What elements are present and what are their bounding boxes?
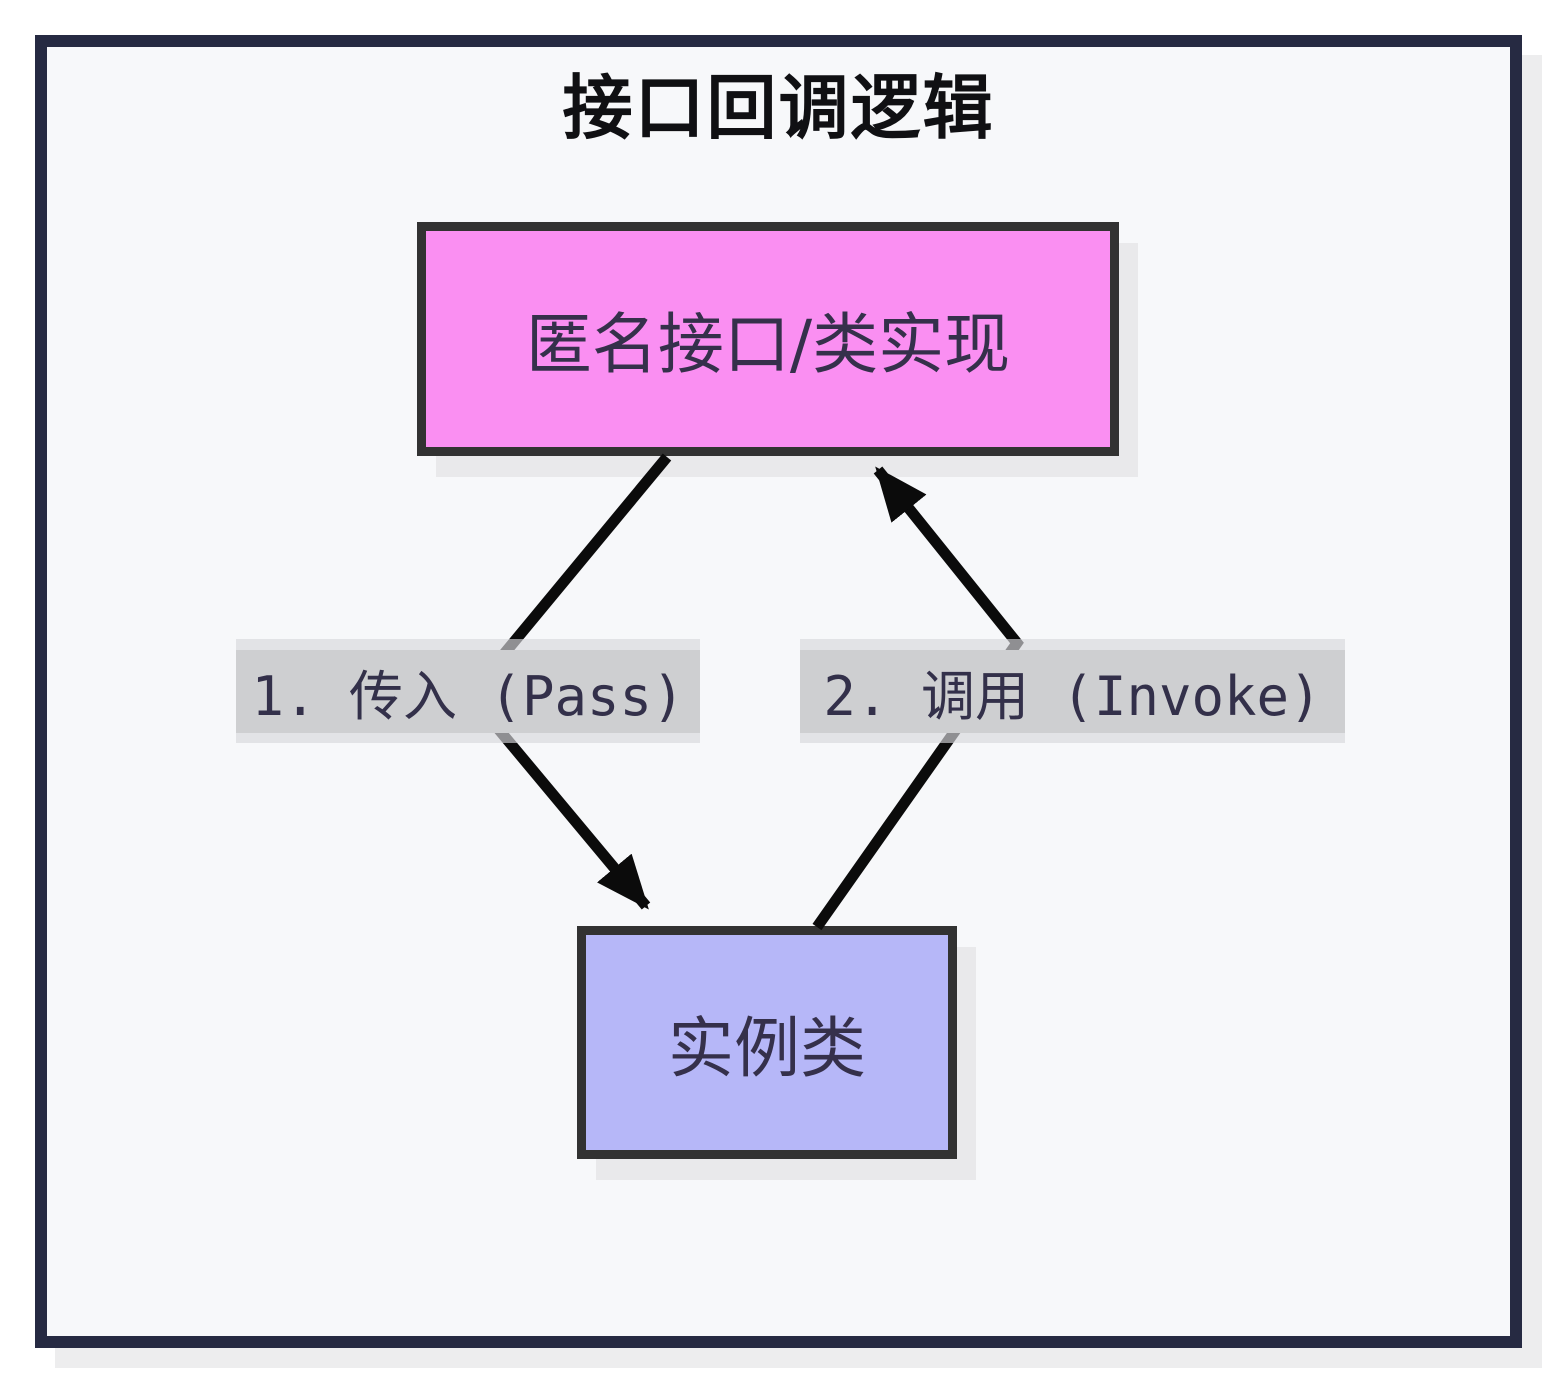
node-anonymous-interface: 匿名接口/类实现 [417,222,1119,456]
node-instance-class: 实例类 [577,926,957,1159]
edge-label-pass: 1. 传入 (Pass) [236,639,700,743]
edge-label-pass-text: 1. 传入 (Pass) [236,650,700,733]
node-anonymous-interface-label: 匿名接口/类实现 [525,306,1011,383]
node-instance-class-label: 实例类 [668,1009,866,1087]
edge-label-invoke: 2. 调用 (Invoke) [800,639,1345,743]
edge-label-invoke-text: 2. 调用 (Invoke) [800,650,1345,733]
diagram-title: 接口回调逻辑 [562,67,995,149]
